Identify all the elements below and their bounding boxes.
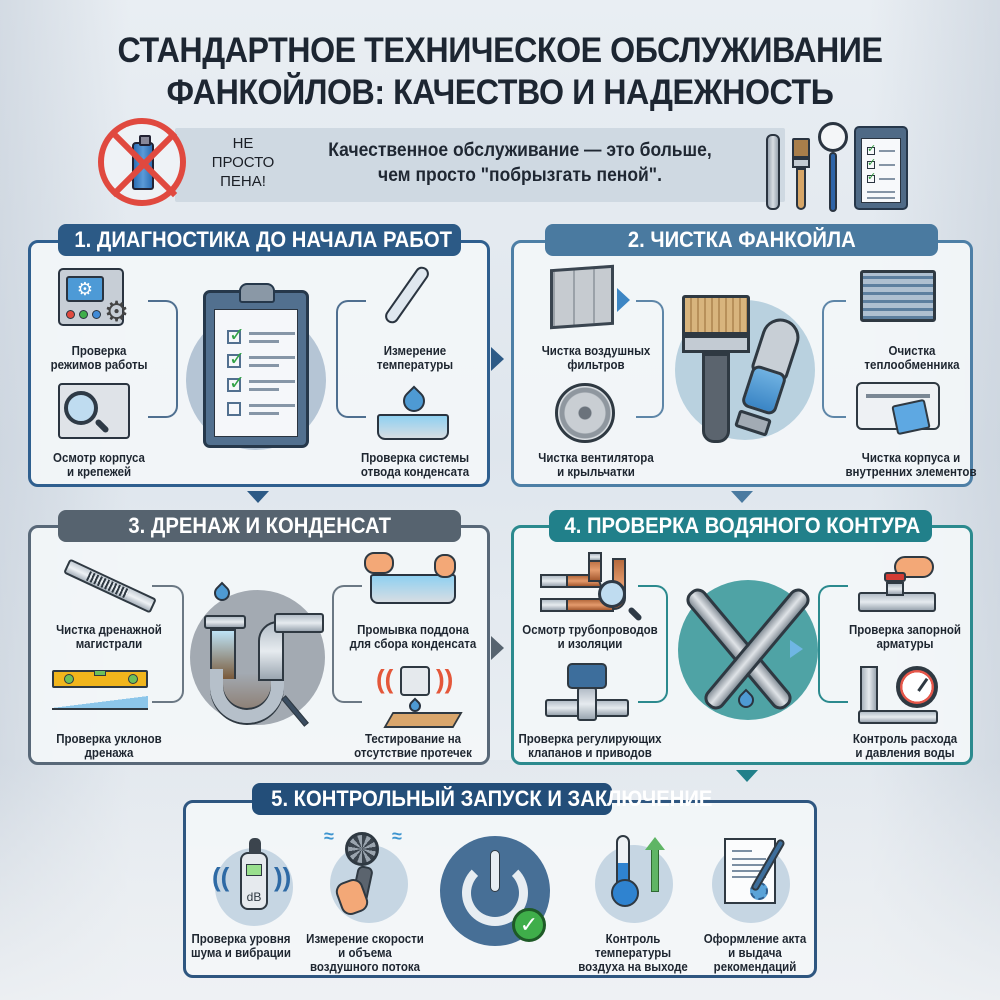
connector-bracket [818,585,848,703]
power-check-icon: ✓ [440,836,550,946]
slope-wedge-icon [52,696,148,710]
signal-waves-icon: (( [376,664,394,694]
arrow-up-icon [645,837,665,892]
flow-arrow-3-to-4 [491,636,504,660]
flow-arrow-icon [790,640,803,658]
checklist-clipboard-icon [203,283,309,448]
banner-tools [762,118,912,214]
signal-waves-icon: )) [436,664,454,694]
sound-meter-icon: dB [240,838,268,910]
drain-pipe-icon [200,575,330,735]
sound-waves-icon: (( [212,862,230,892]
unit-magnifier-icon [58,383,130,439]
spirit-level-icon [52,670,148,688]
valve-actuator-icon [545,663,629,723]
connector-bracket [336,300,366,418]
shutoff-valve-icon [858,556,938,618]
connector-bracket [332,585,362,703]
control-panel-icon: ⚙ ⚙ [58,268,129,326]
flow-arrow-1-to-2 [491,347,504,371]
wipe-unit-icon [856,382,940,436]
air-filter-icon [550,264,614,330]
flow-arrow-1-to-3 [247,491,269,503]
section-2-title: 2. ЧИСТКА ФАНКОЙЛА [545,224,938,256]
thermometer-icon [611,835,639,907]
checklist-clipboard-icon [854,126,908,210]
adjustable-wrench-icon [766,134,780,210]
wood-floor-icon [383,712,463,728]
connector-bracket [822,300,846,418]
section-5-title: 5. КОНТРОЛЬНЫЙ ЗАПУСК И ЗАКЛЮЧЕНИЕ [252,783,712,815]
banner-text: Качественное обслуживание — это больше, … [328,140,712,186]
handheld-vacuum-icon [734,313,805,440]
connector-bracket [636,300,664,418]
anemometer-icon [345,832,379,866]
connector-bracket [148,300,178,418]
page-title-line1: СТАНДАРТНОЕ ТЕХНИЧЕСКОЕ ОБСЛУЖИВАНИЕ [117,31,883,70]
flow-pressure-gauge-icon [858,666,940,726]
tray-rinse-icon [364,552,456,604]
airflow-lines-icon: ≈ [392,826,402,846]
pressure-gauge-icon [818,122,848,212]
pipe-brush-icon [62,558,157,614]
arrow-right-icon [617,288,630,312]
connector-bracket [152,585,184,703]
airflow-lines-icon: ≈ [324,826,334,846]
sound-waves-icon: )) [274,862,292,892]
paint-brush-icon [792,138,810,210]
leak-sensor-icon [400,666,430,696]
page-title-line2: ФАНКОЙЛОВ: КАЧЕСТВО И НАДЕЖНОСТЬ [166,73,834,112]
flow-arrow-2-to-4 [731,491,753,503]
not-just-foam-badge: НЕ ПРОСТО ПЕНА! [211,135,275,190]
paint-brush-icon [678,295,754,445]
section-1-title: 1. ДИАГНОСТИКА ДО НАЧАЛА РАБОТ [58,224,461,256]
section-4-title: 4. ПРОВЕРКА ВОДЯНОГО КОНТУРА [549,510,932,542]
section-3-title: 3. ДРЕНАЖ И КОНДЕНСАТ [58,510,461,542]
page-title: СТАНДАРТНОЕ ТЕХНИЧЕСКОЕ ОБСЛУЖИВАНИЕ ФАН… [40,30,960,114]
fan-icon [555,383,615,443]
pipes-magnifier-icon [540,552,640,618]
flow-arrow-4-to-5 [736,770,758,782]
no-spray-can-icon [98,118,186,206]
intro-banner [175,128,785,202]
connector-bracket [638,585,668,703]
heat-exchanger-icon [860,270,936,322]
drain-tray-icon [377,414,449,440]
